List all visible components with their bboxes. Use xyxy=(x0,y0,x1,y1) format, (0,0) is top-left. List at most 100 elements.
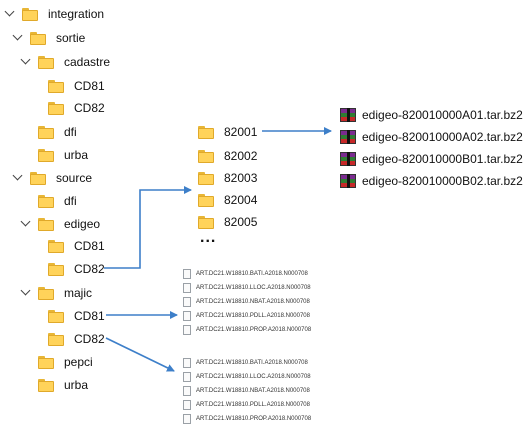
tree-item-source-dfi[interactable]: dfi xyxy=(38,191,77,211)
commune-folder[interactable]: 82005 xyxy=(198,212,257,232)
majic-file[interactable]: ART.DC21.W18810.BATI.A2018.N000708 xyxy=(183,356,308,369)
tree-item-label: integration xyxy=(48,7,105,21)
tree-item-integration[interactable]: integration xyxy=(4,4,104,24)
commune-folder-label: 82002 xyxy=(224,149,258,163)
folder-icon xyxy=(38,286,54,300)
majic-file-label: ART.DC21.W18810.PROP.A2018.N000708 xyxy=(196,415,312,422)
majic-file-label: ART.DC21.W18810.BATI.A2018.N000708 xyxy=(196,359,308,366)
folder-icon xyxy=(38,378,54,392)
commune-folder[interactable]: 82002 xyxy=(198,146,257,166)
file-icon xyxy=(183,371,191,382)
folder-icon xyxy=(48,239,64,253)
majic-file[interactable]: ART.DC21.W18810.PROP.A2018.N000708 xyxy=(183,323,311,336)
majic-file-label: ART.DC21.W18810.PDLL.A2018.N000708 xyxy=(196,401,310,408)
tree-item-cadastre-cd82[interactable]: CD82 xyxy=(48,98,105,118)
tree-item-edigeo-cd81[interactable]: CD81 xyxy=(48,236,105,256)
tree-item-label: edigeo xyxy=(64,217,101,231)
tree-item-label: dfi xyxy=(64,194,77,208)
archive-file-label: edigeo-820010000B01.tar.bz2 xyxy=(362,152,523,166)
tree-item-cadastre-cd81[interactable]: CD81 xyxy=(48,76,105,96)
folder-icon xyxy=(48,79,64,93)
majic-file[interactable]: ART.DC21.W18810.PROP.A2018.N000708 xyxy=(183,412,311,425)
archive-file-label: edigeo-820010000A01.tar.bz2 xyxy=(362,108,523,122)
folder-icon xyxy=(198,171,214,185)
majic-file-label: ART.DC21.W18810.PROP.A2018.N000708 xyxy=(196,326,312,333)
tree-item-majic-cd82[interactable]: CD82 xyxy=(48,329,105,349)
archive-file-label: edigeo-820010000A02.tar.bz2 xyxy=(362,130,523,144)
folder-icon xyxy=(30,171,46,185)
tree-item-edigeo-cd82[interactable]: CD82 xyxy=(48,259,105,279)
commune-folder[interactable]: 82003 xyxy=(198,168,257,188)
archive-icon xyxy=(340,108,356,122)
tree-item-source[interactable]: source xyxy=(12,168,92,188)
tree-item-label: cadastre xyxy=(64,55,111,69)
tree-item-majic[interactable]: majic xyxy=(20,283,92,303)
tree-item-sortie-dfi[interactable]: dfi xyxy=(38,122,77,142)
commune-folder-label: 82001 xyxy=(224,125,258,139)
file-icon xyxy=(183,413,191,424)
commune-folder[interactable]: 82004 xyxy=(198,190,257,210)
file-icon xyxy=(183,324,191,335)
file-icon xyxy=(183,296,191,307)
tree-item-sortie-urba[interactable]: urba xyxy=(38,145,88,165)
majic-file-label: ART.DC21.W18810.PDLL.A2018.N000708 xyxy=(196,312,310,319)
folder-icon xyxy=(30,31,46,45)
majic-file[interactable]: ART.DC21.W18810.NBAT.A2018.N000708 xyxy=(183,384,310,397)
tree-item-label: sortie xyxy=(56,31,86,45)
majic-file-label: ART.DC21.W18810.NBAT.A2018.N000708 xyxy=(196,387,310,394)
folder-icon xyxy=(198,193,214,207)
tree-item-label: CD81 xyxy=(74,79,105,93)
tree-item-label: pepci xyxy=(64,355,93,369)
majic-file[interactable]: ART.DC21.W18810.PDLL.A2018.N000708 xyxy=(183,398,310,411)
archive-icon xyxy=(340,174,356,188)
archive-file[interactable]: edigeo-820010000A02.tar.bz2 xyxy=(340,127,523,147)
archive-file[interactable]: edigeo-820010000B02.tar.bz2 xyxy=(340,171,523,191)
archive-icon xyxy=(340,130,356,144)
tree-item-label: CD82 xyxy=(74,262,105,276)
commune-folder[interactable]: 82001 xyxy=(198,122,257,142)
tree-item-label: dfi xyxy=(64,125,77,139)
folder-icon xyxy=(38,355,54,369)
tree-item-majic-cd81[interactable]: CD81 xyxy=(48,306,105,326)
file-icon xyxy=(183,268,191,279)
majic-file[interactable]: ART.DC21.W18810.LLOC.A2018.N000708 xyxy=(183,370,311,383)
folder-icon xyxy=(38,125,54,139)
archive-file[interactable]: edigeo-820010000B01.tar.bz2 xyxy=(340,149,523,169)
archive-file[interactable]: edigeo-820010000A01.tar.bz2 xyxy=(340,105,523,125)
folder-icon xyxy=(198,149,214,163)
tree-item-cadastre[interactable]: cadastre xyxy=(20,52,110,72)
tree-item-edigeo[interactable]: edigeo xyxy=(20,214,100,234)
file-icon xyxy=(183,310,191,321)
folder-icon xyxy=(38,194,54,208)
folder-icon xyxy=(38,217,54,231)
folder-icon xyxy=(48,101,64,115)
majic-file[interactable]: ART.DC21.W18810.NBAT.A2018.N000708 xyxy=(183,295,310,308)
folder-icon xyxy=(22,7,38,21)
majic-file-label: ART.DC21.W18810.LLOC.A2018.N000708 xyxy=(196,284,311,291)
tree-item-pepci[interactable]: pepci xyxy=(38,352,93,372)
archive-file-label: edigeo-820010000B02.tar.bz2 xyxy=(362,174,523,188)
tree-item-label: CD81 xyxy=(74,309,105,323)
majic-file-label: ART.DC21.W18810.LLOC.A2018.N000708 xyxy=(196,373,311,380)
tree-item-label: CD82 xyxy=(74,332,105,346)
tree-item-label: source xyxy=(56,171,93,185)
folder-icon xyxy=(38,55,54,69)
more-indicator: ... xyxy=(200,229,217,246)
tree-item-label: majic xyxy=(64,286,93,300)
tree-item-sortie[interactable]: sortie xyxy=(12,28,85,48)
majic-file[interactable]: ART.DC21.W18810.BATI.A2018.N000708 xyxy=(183,267,308,280)
majic-file-label: ART.DC21.W18810.NBAT.A2018.N000708 xyxy=(196,298,310,305)
majic-file[interactable]: ART.DC21.W18810.PDLL.A2018.N000708 xyxy=(183,309,310,322)
tree-item-source-urba[interactable]: urba xyxy=(38,375,88,395)
tree-item-label: CD82 xyxy=(74,101,105,115)
file-icon xyxy=(183,399,191,410)
arrow-edigeo-to-communes xyxy=(104,186,192,269)
majic-file[interactable]: ART.DC21.W18810.LLOC.A2018.N000708 xyxy=(183,281,311,294)
folder-icon xyxy=(48,309,64,323)
folder-icon xyxy=(38,148,54,162)
archive-icon xyxy=(340,152,356,166)
commune-folder-label: 82005 xyxy=(224,215,258,229)
tree-item-label: urba xyxy=(64,378,89,392)
tree-item-label: CD81 xyxy=(74,239,105,253)
file-icon xyxy=(183,282,191,293)
